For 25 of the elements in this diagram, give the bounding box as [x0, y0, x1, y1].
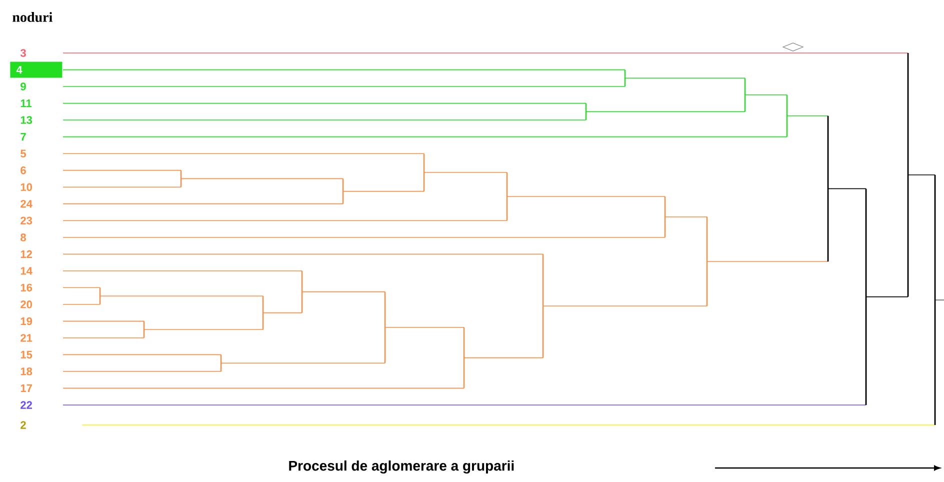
leaf-label: 4 — [10, 62, 62, 78]
leaf-label: 20 — [20, 300, 32, 308]
leaf-label: 7 — [20, 133, 26, 141]
caption: Procesul de aglomerare a gruparii — [289, 460, 514, 474]
leaf-label: 12 — [20, 250, 32, 258]
leaf-label: 18 — [20, 368, 32, 376]
leaf-label: 16 — [20, 284, 32, 292]
leaf-label: 14 — [20, 267, 32, 275]
leaf-label: 11 — [20, 100, 32, 108]
leaf-label: 24 — [20, 200, 32, 208]
leaf-label: 19 — [20, 317, 32, 326]
leaf-label: 21 — [20, 334, 32, 342]
leaf-label: 23 — [20, 216, 32, 224]
leaf-label: 3 — [20, 49, 26, 57]
leaf-label: 15 — [20, 350, 32, 359]
leaf-label: 5 — [20, 150, 26, 158]
leaf-label: 17 — [20, 384, 32, 392]
leaf-label: 2 — [20, 421, 26, 429]
title: noduri — [12, 12, 52, 22]
leaf-label: 10 — [20, 183, 32, 191]
leaf-label: 6 — [20, 166, 26, 174]
leaf-label: 9 — [20, 82, 26, 90]
leaf-label: 8 — [20, 234, 26, 242]
leaf-label: 22 — [20, 401, 32, 409]
leaf-label: 13 — [20, 116, 32, 124]
